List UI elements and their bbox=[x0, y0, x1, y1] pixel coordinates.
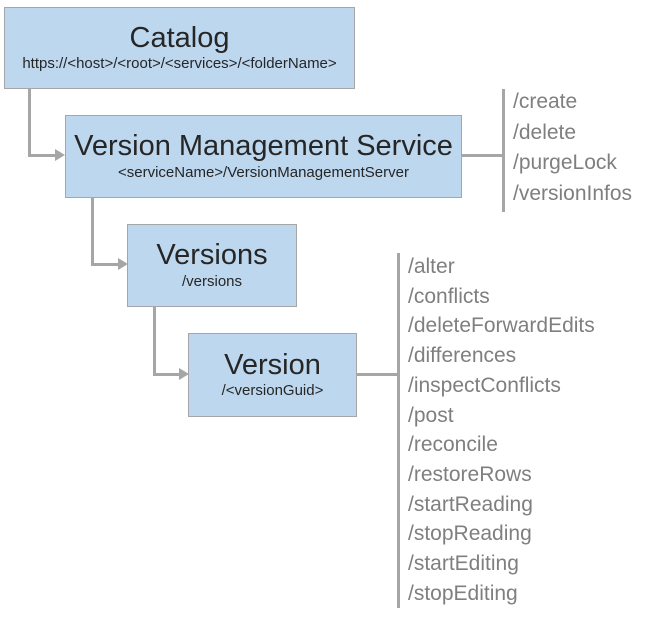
operation-label: /purgeLock bbox=[513, 151, 617, 175]
node-versions-url: /versions bbox=[181, 272, 243, 290]
operation-label: /stopReading bbox=[408, 522, 532, 546]
node-catalog: Catalog https://<host>/<root>/<services>… bbox=[4, 7, 355, 89]
operation-label: /conflicts bbox=[408, 284, 490, 308]
connector-catalog-to-service-vertical bbox=[28, 88, 31, 157]
arrow-right-icon bbox=[118, 258, 128, 270]
connector-version-to-operations bbox=[357, 373, 398, 376]
version-operations-list: /alter /conflicts /deleteForwardEdits /d… bbox=[408, 252, 595, 608]
operation-label: /differences bbox=[408, 344, 517, 368]
connector-catalog-to-service-horizontal bbox=[28, 154, 55, 157]
connector-versions-to-version-vertical bbox=[153, 307, 156, 376]
connector-versions-to-version-horizontal bbox=[153, 373, 179, 376]
node-version: Version /<versionGuid> bbox=[188, 333, 357, 417]
service-operations-list: /create /delete /purgeLock /versionInfos bbox=[513, 87, 632, 209]
operation-label: /deleteForwardEdits bbox=[408, 314, 595, 338]
node-version-management-service-title: Version Management Service bbox=[74, 130, 453, 163]
node-version-management-service: Version Management Service <serviceName>… bbox=[65, 115, 462, 198]
arrow-right-icon bbox=[55, 149, 65, 161]
service-operations-bracket-line bbox=[502, 89, 505, 212]
version-operations-bracket-line bbox=[397, 253, 400, 608]
operation-label: /create bbox=[513, 90, 578, 113]
operation-label: /versionInfos bbox=[513, 181, 633, 205]
connector-service-to-versions-vertical bbox=[91, 198, 94, 266]
node-version-url: /<versionGuid> bbox=[221, 382, 324, 400]
node-versions: Versions /versions bbox=[127, 224, 297, 307]
operation-label: /inspectConflicts bbox=[408, 373, 561, 397]
node-version-title: Version bbox=[224, 348, 321, 381]
connector-service-to-operations bbox=[462, 154, 503, 157]
arrow-right-icon bbox=[179, 368, 189, 380]
operation-label: /post bbox=[408, 403, 454, 427]
operation-label: /delete bbox=[513, 120, 577, 144]
node-version-management-service-url: <serviceName>/VersionManagementServer bbox=[118, 163, 409, 181]
node-versions-title: Versions bbox=[156, 239, 268, 272]
operation-label: /restoreRows bbox=[408, 462, 532, 486]
operation-label: /startReading bbox=[408, 492, 533, 516]
operation-label: /stopEditing bbox=[408, 581, 518, 605]
operation-label: /reconcile bbox=[408, 433, 498, 457]
operation-label: /startEditing bbox=[408, 552, 519, 576]
operation-label: /alter bbox=[408, 255, 455, 278]
connector-service-to-versions-horizontal bbox=[91, 263, 118, 266]
node-catalog-title: Catalog bbox=[129, 21, 230, 54]
node-catalog-url: https://<host>/<root>/<services>/<folder… bbox=[22, 55, 337, 73]
